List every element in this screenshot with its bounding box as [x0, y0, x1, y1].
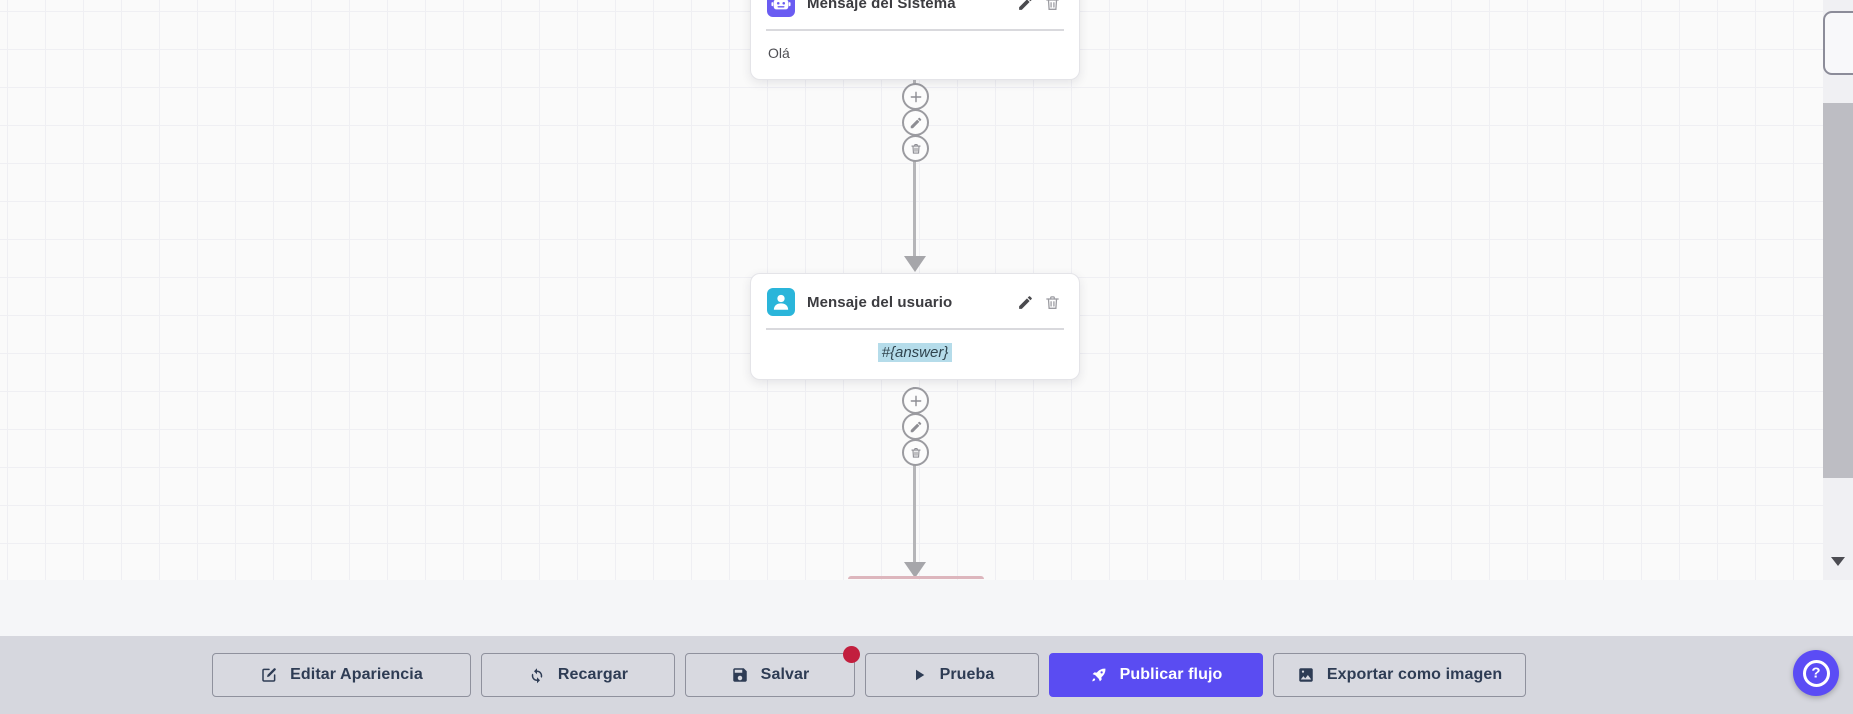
edit-node-icon[interactable]: [1017, 294, 1034, 311]
question-mark-icon: ?: [1802, 659, 1830, 687]
divider: [766, 328, 1064, 330]
publish-flow-button[interactable]: Publicar flujo: [1049, 653, 1263, 697]
delete-node-icon[interactable]: [1044, 0, 1061, 12]
robot-icon: [767, 0, 795, 17]
refresh-icon: [531, 668, 543, 684]
edit-appearance-button[interactable]: Editar Apariencia: [212, 653, 471, 697]
scrollbar-thumb[interactable]: [1823, 103, 1853, 478]
add-node-icon[interactable]: [902, 83, 929, 110]
button-label: Recargar: [557, 666, 629, 683]
help-button[interactable]: ?: [1793, 650, 1839, 696]
node-user-message[interactable]: Mensaje del usuario #{answer}: [750, 273, 1080, 380]
delete-link-icon[interactable]: [902, 439, 929, 466]
button-label: Exportar como imagen: [1326, 666, 1503, 683]
node-title: Mensaje del Sistema: [807, 0, 956, 12]
person-icon: [767, 288, 795, 316]
delete-node-icon[interactable]: [1044, 294, 1061, 311]
flow-canvas[interactable]: Mensaje del Sistema Olá: [0, 0, 1853, 580]
arrow-down-icon: [904, 256, 926, 272]
save-icon: [732, 668, 747, 682]
play-icon: [915, 669, 924, 681]
canvas-footer-strip: [0, 580, 1853, 636]
add-node-icon[interactable]: [902, 387, 929, 414]
test-button[interactable]: Prueba: [865, 653, 1039, 697]
arrow-down-icon: [904, 562, 926, 578]
help-label: ?: [1811, 664, 1821, 681]
connector-line: [913, 78, 916, 258]
divider: [766, 29, 1064, 31]
button-label: Prueba: [939, 666, 995, 683]
node-title: Mensaje del usuario: [807, 293, 953, 311]
node-body-text: #{answer}: [751, 330, 1079, 379]
rocket-icon: [1091, 668, 1106, 682]
button-label: Salvar: [760, 666, 810, 683]
minimap-panel[interactable]: [1823, 11, 1853, 75]
connector-line: [913, 387, 916, 562]
scroll-down-arrow-icon[interactable]: [1831, 557, 1845, 566]
node-header: Mensaje del usuario: [751, 274, 1079, 328]
variable-chip[interactable]: #{answer}: [877, 342, 953, 362]
node-system-message[interactable]: Mensaje del Sistema Olá: [750, 0, 1080, 80]
node-header: Mensaje del Sistema: [751, 0, 1079, 29]
next-node-peek: [848, 576, 984, 579]
bottom-toolbar: Editar Apariencia Recargar Salvar Prueba…: [0, 636, 1853, 714]
edit-link-icon[interactable]: [902, 413, 929, 440]
reload-button[interactable]: Recargar: [481, 653, 675, 697]
save-button[interactable]: Salvar: [685, 646, 860, 697]
image-icon: [1299, 668, 1313, 682]
vertical-scrollbar[interactable]: [1823, 0, 1853, 580]
edit-node-icon[interactable]: [1017, 0, 1034, 12]
button-label: Editar Apariencia: [290, 666, 423, 683]
edit-link-icon[interactable]: [902, 109, 929, 136]
delete-link-icon[interactable]: [902, 135, 929, 162]
export-image-button[interactable]: Exportar como imagen: [1273, 653, 1526, 697]
unsaved-changes-badge: [843, 646, 860, 663]
node-body-text: Olá: [768, 44, 790, 61]
edit-square-icon: [262, 668, 277, 682]
button-label: Publicar flujo: [1119, 666, 1223, 683]
